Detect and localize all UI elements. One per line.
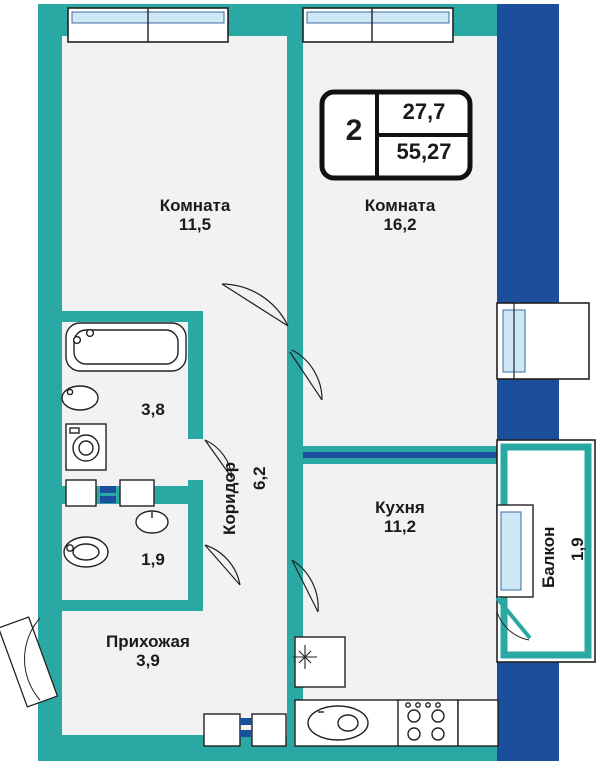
entrance-door [0, 616, 59, 708]
badge-total-area: 55,27 [396, 139, 452, 164]
area-badge-frame [319, 89, 473, 181]
kitchen-fixtures [293, 636, 499, 747]
label-corridor-area: 6,2 [250, 466, 269, 490]
label-kitchen: Кухня 11,2 [375, 498, 425, 537]
label-room-left: Комната 11,5 [159, 196, 231, 235]
window-top-left [67, 7, 229, 43]
label-wc: 1,9 [141, 550, 165, 569]
badge-rooms: 2 [345, 114, 363, 147]
wc-fixtures [63, 510, 169, 568]
label-balcony-area: 1,9 [568, 537, 587, 561]
label-corridor: Коридор [220, 461, 239, 535]
label-bathroom: 3,8 [141, 400, 165, 419]
balcony-structure [495, 439, 596, 663]
interior-doors [204, 283, 323, 613]
window-top-right [302, 7, 454, 43]
bath-cabinets [65, 479, 155, 507]
label-balcony: Балкон [539, 526, 558, 588]
window-right-upper [496, 302, 590, 380]
label-hallway: Прихожая 3,9 [106, 632, 190, 671]
bathroom-fixtures [61, 322, 187, 471]
hallway-cabinets [203, 713, 287, 747]
badge-living-area: 27,7 [402, 99, 446, 124]
label-room-right: Комната 16,2 [364, 196, 436, 235]
wall-accent [303, 452, 497, 458]
